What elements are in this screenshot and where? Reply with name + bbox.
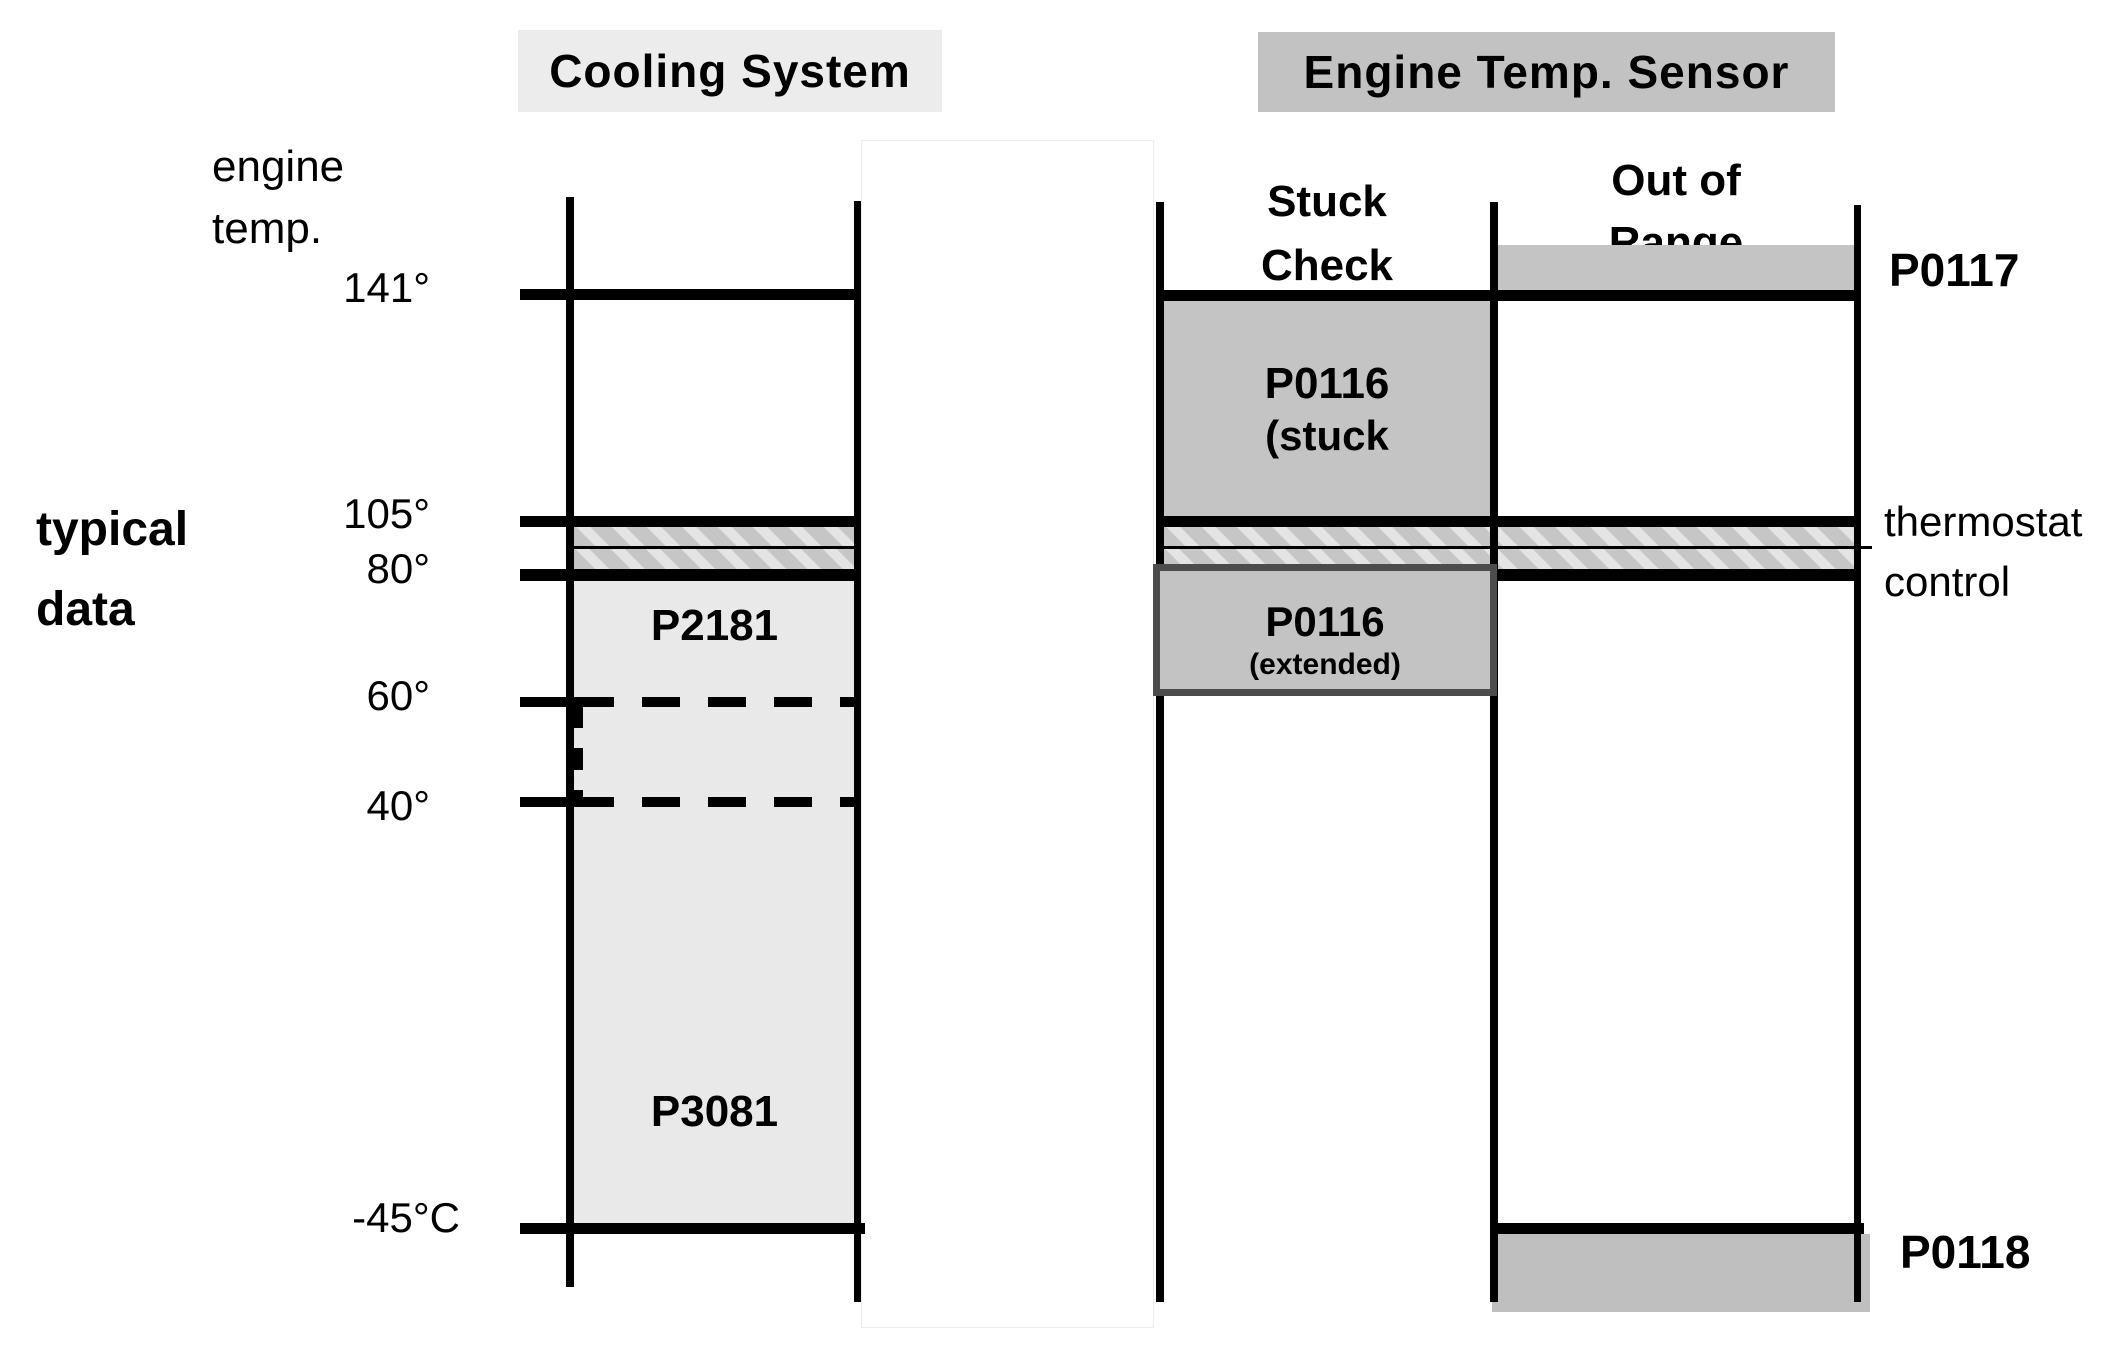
sensor-middle-column-line	[1490, 202, 1498, 1302]
stuck-check-line2: Check	[1260, 241, 1394, 290]
dashed-line-60	[576, 697, 854, 707]
engine-temp-axis-label-line1: engine	[212, 142, 345, 191]
hatch-mid-line-cooling	[574, 546, 854, 549]
p0116-stuck-label: P0116	[1264, 359, 1390, 408]
sensor-left-column-line	[1156, 202, 1164, 1302]
out-of-range-line1: Out of	[1611, 156, 1741, 205]
hatch-mid-line-sensor	[1164, 546, 1872, 549]
tick-60-stub	[520, 697, 576, 707]
tick-label-60: 60°	[366, 672, 430, 719]
tick-40-stub	[520, 797, 576, 807]
line-105-sensor	[1156, 516, 1861, 527]
engine-temp-axis-label-line2: temp.	[212, 204, 323, 253]
thermostat-control-label: thermostat control	[1884, 492, 2082, 612]
p2181-label: P2181	[650, 601, 779, 650]
p0118-label: P0118	[1900, 1226, 2031, 1278]
tick-label-141: 141°	[343, 264, 430, 311]
line-80-cooling	[520, 569, 861, 581]
thermostat-control-line1: thermostat	[1884, 498, 2083, 545]
p0116-extended-box	[1153, 564, 1497, 696]
typical-data-line1: typical	[36, 503, 189, 556]
hatch-band-lower-cooling	[574, 549, 854, 569]
tick-label-80: 80°	[366, 545, 430, 592]
dashed-vertical-typical-range	[574, 706, 583, 798]
stuck-check-column-header: Stuck Check	[1164, 170, 1490, 298]
cooling-right-column-line	[854, 201, 861, 1302]
p0116-stuck-box	[1164, 301, 1490, 516]
line-141-cooling	[520, 289, 861, 300]
p0117-label: P0117	[1889, 244, 2020, 296]
p0116-stuck-sublabel: (stuck	[1265, 412, 1389, 459]
typical-data-label: typical data	[36, 490, 188, 650]
sensor-right-column-line	[1854, 205, 1861, 1302]
tick-label-105: 105°	[343, 490, 430, 537]
cooling-fault-region	[573, 581, 854, 1225]
cooling-left-column-line	[566, 197, 574, 1287]
white-spacer-box	[861, 140, 1154, 1328]
line-141-sensor	[1156, 290, 1861, 301]
stuck-check-line1: Stuck	[1267, 177, 1387, 226]
engine-temp-sensor-header: Engine Temp. Sensor	[1258, 32, 1835, 112]
p0116-extended-sublabel: (extended)	[1249, 648, 1401, 681]
engine-temp-axis-label: engine temp.	[212, 136, 344, 260]
thermostat-control-line2: control	[1884, 558, 2011, 605]
dashed-line-40	[576, 797, 854, 807]
out-of-range-high-band	[1498, 245, 1854, 291]
line-105-cooling	[520, 516, 861, 527]
p0118-top-line	[1492, 1223, 1864, 1234]
cooling-system-header: Cooling System	[518, 30, 942, 112]
line-80-sensor	[1490, 569, 1861, 581]
typical-data-line2: data	[36, 583, 135, 636]
p0116-extended-label: P0116	[1265, 598, 1385, 645]
tick-label-40: 40°	[366, 782, 430, 829]
p0118-band	[1492, 1234, 1870, 1312]
p3081-label: P3081	[650, 1087, 779, 1136]
tick-label-minus45: -45°C	[352, 1194, 460, 1241]
hatch-band-upper-sensor	[1164, 527, 1854, 546]
line-minus45-cooling	[520, 1223, 865, 1234]
hatch-band-upper-cooling	[574, 527, 854, 546]
